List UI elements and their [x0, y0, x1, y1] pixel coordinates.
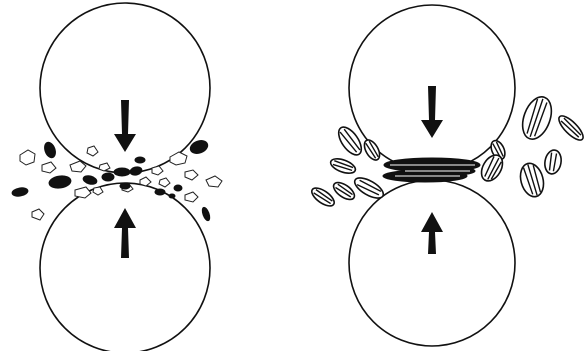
grain	[352, 174, 387, 202]
fragment	[135, 157, 145, 163]
fragment	[42, 162, 56, 173]
fragment	[201, 206, 211, 221]
right-panel	[309, 5, 586, 346]
grain	[329, 156, 358, 176]
grain	[543, 149, 563, 175]
fragment	[48, 175, 71, 190]
grain	[331, 179, 358, 203]
grain	[517, 161, 547, 200]
fragment	[185, 170, 198, 180]
fragment	[185, 192, 198, 202]
fragment	[20, 150, 35, 165]
fragment	[140, 177, 151, 186]
fragment	[102, 173, 114, 181]
fragment	[174, 185, 182, 191]
fragment	[120, 183, 130, 189]
fragment	[152, 166, 163, 175]
compressed-grains	[383, 158, 480, 182]
right-lower-roll	[349, 180, 515, 346]
grain	[517, 93, 556, 143]
fragment	[206, 176, 222, 187]
grain	[555, 112, 586, 143]
fragment	[159, 178, 170, 187]
fragment	[155, 189, 165, 195]
grain	[309, 185, 337, 210]
fragment	[43, 141, 58, 159]
fragment	[11, 187, 28, 198]
left-panel	[11, 3, 222, 351]
fragment	[114, 168, 130, 176]
fragment	[169, 194, 175, 198]
fragment	[32, 209, 44, 220]
fragment	[82, 174, 98, 185]
